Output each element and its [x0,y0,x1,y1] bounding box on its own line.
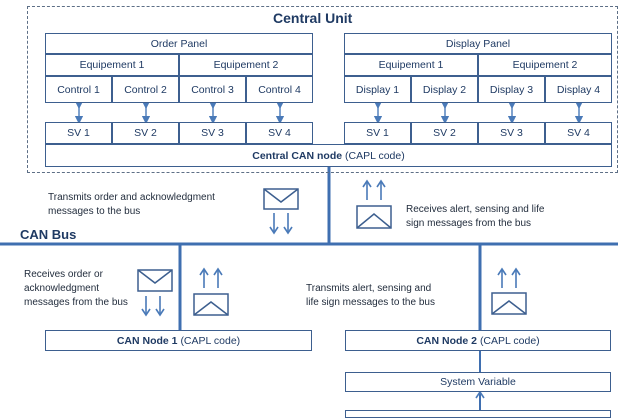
display-4: Display 4 [545,76,612,103]
lower-box-edge [345,410,611,418]
can-node-2-name: CAN Node 2 [416,334,478,347]
central-tx-note: Transmits order and acknowledgment messa… [48,192,215,217]
envelope-icon [491,292,527,315]
node1-rx-note: Receives order or acknowledgment message… [24,269,128,308]
order-sv-2: SV 2 [112,122,179,144]
can-node-2: CAN Node 2 (CAPL code) [345,330,611,351]
control-4: Control 4 [246,76,313,103]
display-2: Display 2 [411,76,478,103]
node2-tx-note: Transmits alert, sensing and life sign m… [306,283,435,308]
central-unit-title: Central Unit [273,10,353,26]
can-bus-label: CAN Bus [20,227,77,242]
order-panel-title: Order Panel [45,33,313,54]
control-2: Control 2 [112,76,179,103]
system-variable: System Variable [345,372,611,392]
order-equipement-1: Equipement 1 [45,54,179,76]
central-rx-note: Receives alert, sensing and life sign me… [406,204,545,229]
display-sv-3: SV 3 [478,122,545,144]
can-node-1: CAN Node 1 (CAPL code) [45,330,312,351]
central-can-node-code: (CAPL code) [345,149,405,162]
can-node-2-code: (CAPL code) [479,334,540,347]
envelope-icon [356,205,392,229]
can-node-1-code: (CAPL code) [180,334,241,347]
display-equipement-2: Equipement 2 [478,54,612,76]
display-1: Display 1 [344,76,411,103]
order-equipement-2: Equipement 2 [179,54,313,76]
display-3: Display 3 [478,76,545,103]
display-sv-4: SV 4 [545,122,612,144]
order-sv-4: SV 4 [246,122,313,144]
order-sv-1: SV 1 [45,122,112,144]
control-1: Control 1 [45,76,112,103]
envelope-icon [137,269,173,292]
display-sv-1: SV 1 [344,122,411,144]
control-3: Control 3 [179,76,246,103]
central-can-node: Central CAN node (CAPL code) [45,144,612,167]
display-equipement-1: Equipement 1 [344,54,478,76]
central-can-node-name: Central CAN node [252,149,343,162]
display-panel-title: Display Panel [344,33,612,54]
display-sv-2: SV 2 [411,122,478,144]
can-node-1-name: CAN Node 1 [116,334,178,347]
order-sv-3: SV 3 [179,122,246,144]
envelope-icon [193,293,229,316]
envelope-icon [263,188,299,210]
